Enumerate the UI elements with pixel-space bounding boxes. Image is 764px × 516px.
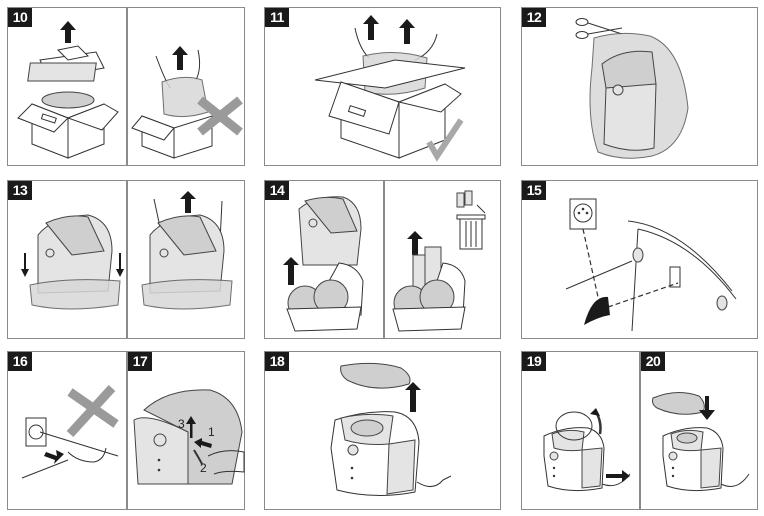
step-15-badge: 15 — [522, 181, 546, 200]
step-13-illustration-lift-out — [128, 191, 246, 338]
wall-socket — [26, 418, 46, 446]
control-knob — [46, 249, 54, 257]
step-18-panel: 18 — [264, 351, 501, 510]
subpanel-divider — [126, 181, 128, 338]
up-arrow-icon — [407, 231, 423, 255]
step-14-panel: 14 — [264, 180, 501, 339]
step-10-panel: 10 — [7, 7, 245, 166]
power-cord — [721, 474, 749, 486]
housing-top — [144, 390, 242, 484]
step-14-illustration-lift-housing — [283, 181, 383, 338]
step-18-illustration-remove-lid — [265, 352, 500, 509]
step-10-badge: 10 — [8, 8, 32, 27]
step-14-illustration-remove-packing — [385, 181, 503, 338]
lid — [341, 363, 410, 388]
step-19-illustration-wind-cord — [522, 408, 639, 509]
step-18-badge: 18 — [265, 352, 289, 371]
packing-insert — [28, 63, 97, 81]
sequence-label-1: 1 — [208, 425, 215, 439]
correct-check-icon — [429, 120, 461, 156]
step-11-badge: 11 — [265, 8, 289, 27]
step-12-illustration-cut-bag — [522, 8, 757, 165]
control-knob — [309, 219, 317, 227]
sequence-label-3: 3 — [178, 417, 185, 431]
up-arrow-icon — [399, 19, 415, 44]
step-10-illustration-wrong-lift — [128, 46, 246, 165]
scissors-icon — [576, 19, 622, 39]
step-13-badge: 13 — [8, 181, 32, 200]
control-knob — [160, 249, 168, 257]
up-arrow-icon — [186, 416, 196, 424]
rating-label — [670, 267, 680, 287]
step-16-badge: 16 — [8, 352, 32, 371]
wall-socket-icon — [570, 199, 596, 229]
subpanel-divider — [126, 8, 128, 165]
step-15-panel: 15 — [521, 180, 758, 339]
step-13-illustration-push-bag-down — [21, 181, 124, 338]
step-20-badge: 20 — [641, 352, 665, 371]
control-knob — [550, 452, 558, 460]
right-arrow-icon — [606, 470, 630, 482]
push-arrow-icon — [194, 438, 212, 448]
lid — [653, 392, 705, 414]
step-14-badge: 14 — [265, 181, 289, 200]
water-tray — [393, 307, 465, 331]
coiled-cord — [556, 412, 592, 440]
up-arrow-icon — [180, 191, 196, 213]
appliance-underside — [628, 221, 732, 291]
control-knob — [669, 452, 677, 460]
step-12-badge: 12 — [522, 8, 546, 27]
step-17-illustration-release-catches: 3 1 2 — [128, 352, 246, 509]
plastic-bag — [30, 280, 120, 309]
bagged-appliance — [162, 77, 208, 116]
sequence-label-2: 2 — [200, 461, 207, 475]
step-19-20-panel: 19 20 — [521, 351, 758, 510]
step-20-illustration-replace-lid — [641, 352, 758, 509]
up-arrow-icon — [283, 257, 299, 285]
subpanel-divider — [126, 352, 128, 509]
down-arrow-icon — [116, 269, 124, 277]
control-knob — [348, 445, 358, 455]
step-11-panel: 11 — [264, 7, 501, 166]
down-arrow-icon — [699, 410, 715, 420]
up-arrow-icon — [405, 382, 421, 412]
step-16-17-panel: 16 17 3 1 2 — [7, 351, 245, 510]
subpanel-divider — [639, 352, 641, 509]
up-arrow-icon — [60, 21, 76, 43]
subpanel-divider — [383, 181, 385, 338]
step-15-illustration-check-rating — [522, 181, 757, 338]
step-17-badge: 17 — [128, 352, 152, 371]
curved-arrow-icon — [590, 408, 600, 416]
water-tray — [287, 307, 361, 331]
step-19-badge: 19 — [522, 352, 546, 371]
step-13-panel: 13 — [7, 180, 245, 339]
down-arrow-icon — [21, 269, 29, 277]
up-arrow-icon — [172, 46, 188, 70]
step-10-illustration-lift-insert — [8, 21, 126, 165]
step-12-panel: 12 — [521, 7, 758, 166]
power-cord — [417, 480, 443, 487]
discard-bin-icon — [457, 191, 485, 249]
step-16-illustration-unplug — [8, 352, 126, 509]
step-11-illustration-lift-bag — [265, 15, 500, 165]
plastic-bag — [142, 280, 232, 309]
control-knob — [154, 434, 166, 446]
eye-icon — [584, 296, 610, 325]
pull-arrow-icon — [44, 450, 64, 464]
up-arrow-icon — [363, 15, 379, 40]
control-knob — [613, 85, 623, 95]
